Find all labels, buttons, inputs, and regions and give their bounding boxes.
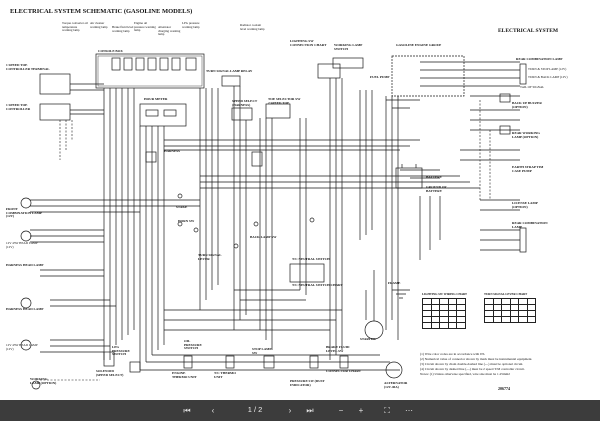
- label-back-lamp-sw: BACK LAMP SW: [250, 235, 277, 239]
- label-speed-controller-terminal: 1 SPEED TOE CONTROLLER TERMINAL: [6, 63, 50, 71]
- previous-page-icon[interactable]: ‹: [211, 406, 215, 415]
- label-console-box: CONSOLE BOX: [98, 49, 123, 53]
- label-starter: STARTER: [360, 337, 376, 341]
- label-stake: STAKE: [176, 205, 188, 209]
- more-icon[interactable]: ⋯: [405, 406, 413, 415]
- label-brake-fluid-sw: BRAKE FLUID LEVEL SW: [326, 345, 350, 353]
- next-page-icon[interactable]: ›: [288, 406, 292, 415]
- label-tc-neutral-chart: T/C NEUTRAL SWITCH CHART: [292, 283, 343, 287]
- label-turn-signal-lever: TURN SIGNAL LEVER: [198, 253, 222, 261]
- label-gasoline-engine: GASOLINE ENGINE GROUP: [396, 43, 442, 47]
- turn-signal-chart-table: [484, 298, 536, 323]
- label-air-cleaner: Air cleaner warning lamp: [90, 21, 108, 29]
- label-alternator: Alternator charging warning lamp: [158, 25, 181, 37]
- viewer-toolbar: ⏮ ‹ 1 / 2 › ⏭ − + ⛶ ⋯: [0, 400, 600, 421]
- label-speed-controller: 1 SPEED TOE CONTROLLER: [6, 103, 31, 111]
- label-hour-meter: HOUR METER: [144, 97, 168, 101]
- wiring-diagram: [20, 53, 527, 390]
- label-earth-strap: EARTH STRAP TIM CASE PUMP: [512, 165, 544, 173]
- label-lpg-pressure-switch: LPG PRESSURE SWITCH: [112, 345, 130, 357]
- label-pressure-sw: PRESSURE SW (DUST INDICATOR): [290, 379, 325, 387]
- label-rear-combination-lamp-2: REAR COMBINATION LAMP: [512, 221, 548, 229]
- label-brake-fluid: Brake fluid level warning lamp: [112, 25, 134, 33]
- label-engine-thermo: ENGINE THERMO UNIT: [172, 371, 197, 379]
- label-tc-thermo: T/C THERMO UNIT: [214, 371, 236, 379]
- note-1: (1) Wire color codes are in accordance w…: [420, 352, 486, 356]
- label-tc-neutral-switch: T/C NEUTRAL SWITCH: [292, 257, 330, 261]
- label-head-lamp-12v: 12V 45W HEAD LAMP (12V): [6, 241, 38, 249]
- label-harness-head-lamp-2: HARNESS HEAD LAMP: [6, 307, 44, 311]
- label-back-up-buzzer: BACK UP BUZZER (OPTION): [512, 101, 542, 109]
- label-lpg: LPG pressure warning lamp: [182, 21, 200, 29]
- label-radiator: Radiator coolant level warning lamp: [240, 23, 265, 31]
- first-page-icon[interactable]: ⏮: [183, 406, 191, 415]
- label-turn-signal-relay: TURN SIGNAL LAMP RELAY: [206, 69, 253, 73]
- label-frame: FRAME: [388, 281, 401, 285]
- label-connector-chart: CONNECTOR CHART: [326, 369, 361, 373]
- label-battery: BATTERY: [426, 175, 443, 179]
- label-torque-lamp: Torque converter oil temperature warning…: [62, 21, 88, 33]
- label-rear-working-lamp: REAR WORKING LAMP (OPTION): [512, 131, 540, 139]
- label-harness: HARNESS: [164, 149, 181, 153]
- lighting-wiring-chart-table: [422, 298, 466, 329]
- last-page-icon[interactable]: ⏭: [306, 406, 314, 415]
- zoom-in-icon[interactable]: +: [358, 406, 364, 415]
- label-lighting-wiring-chart: LIGHTING SW WIRING CHART: [422, 292, 468, 296]
- label-speed-selector: TOE SELECTOR SW 2 SPEED TOE: [268, 97, 301, 105]
- label-speed-select: SPEED SELECT (HARNESS): [232, 99, 258, 107]
- label-rear-combination-lamp: REAR COMBINATION LAMP: [516, 57, 563, 61]
- fullscreen-icon[interactable]: ⛶: [384, 406, 390, 415]
- label-working-lamp: WORKING LAMP (OPTION): [30, 377, 57, 385]
- label-turn-signal-chart: TURN SIGNAL LEVER CHART: [484, 292, 528, 296]
- label-ground-battery: GROUND OF BATTERY: [426, 185, 447, 193]
- note-4: (4) Circuit shown by dashed line (---) m…: [420, 367, 525, 371]
- page-indicator[interactable]: 1 / 2: [247, 405, 263, 414]
- label-alternator-bottom: ALTERNATOR (12V-40A): [384, 381, 408, 389]
- label-license-lamp: LICENSE LAMP (OPTION): [512, 201, 538, 209]
- label-turn-back-lamp: TURN & BACK LAMP (12V): [528, 75, 568, 79]
- label-engine-oil: Engine oil pressure warning lamp: [134, 21, 156, 33]
- note-5: Notes: (1) Unless otherwise specified, w…: [420, 372, 510, 376]
- label-front-combination-lamp: FRONT COMBINATION LAMP (12V): [6, 207, 42, 219]
- label-harness-head-lamp: HARNESS HEAD LAMP: [6, 263, 44, 267]
- label-oil-pressure-switch: OIL PRESSURE SWITCH: [184, 339, 202, 351]
- label-stop-lamp-sw: STOP LAMP SW: [252, 347, 272, 355]
- note-2: (2) Numerical value of connector shown b…: [420, 357, 533, 361]
- label-lighting-sw: LIGHTING SW CONNECTION CHART: [290, 39, 327, 47]
- note-3: (3) Circuit shown by chain double-dashed…: [420, 362, 524, 366]
- label-horn-sw: HORN SW: [178, 219, 195, 223]
- label-working-lamp-switch: WORKING LAMP SWITCH: [334, 43, 363, 51]
- zoom-out-icon[interactable]: −: [338, 406, 344, 415]
- label-head-lamp-12v-2: 12V 45W HEAD LAMP (12V): [6, 343, 38, 351]
- label-solenoid: SOLENOID (SPEED SELECT): [96, 369, 124, 377]
- schematic-page: ELECTRICAL SYSTEM SCHEMATIC (GASOLINE MO…: [6, 8, 568, 391]
- label-tail-lamp: TAIL OF SIGNAL: [520, 85, 545, 89]
- label-turn-lamp: TURN & STOP LAMP (12V): [528, 67, 567, 71]
- figure-number: 206774: [498, 386, 510, 391]
- schematic-title: ELECTRICAL SYSTEM SCHEMATIC (GASOLINE MO…: [10, 8, 193, 15]
- schematic-subtitle: ELECTRICAL SYSTEM: [498, 28, 559, 34]
- label-fuel-pump: FUEL PUMP: [370, 75, 390, 79]
